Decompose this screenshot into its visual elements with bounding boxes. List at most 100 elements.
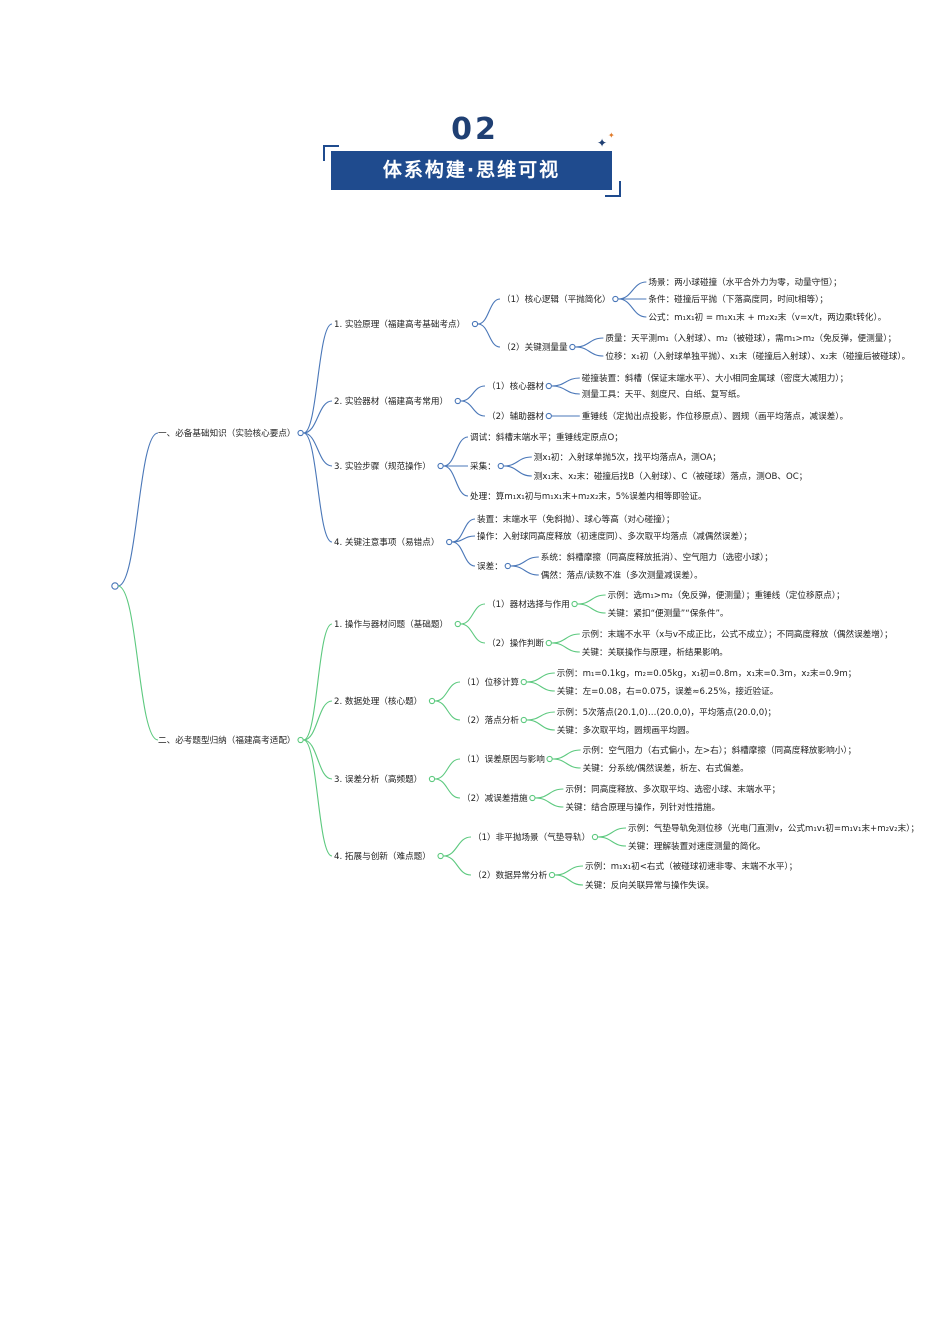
leaf-label: 测量工具：天平、刻度尺、白纸、复写纸。 bbox=[582, 388, 745, 400]
branch-l1-link bbox=[117, 585, 159, 741]
leaf-label: 条件：碰撞后平抛（下落高度同，时间t相等）； bbox=[648, 293, 828, 305]
leaf-link bbox=[526, 711, 555, 721]
branch-l3-node bbox=[591, 833, 599, 841]
branch-l2-link bbox=[303, 323, 333, 434]
branch-l2-label: 4. 关键注意事项（易错点） bbox=[334, 536, 439, 548]
leaf-label: 质量：天平测m₁（入射球）、m₂（被碰球），需m₁>m₂（免反弹，便测量）； bbox=[605, 332, 896, 344]
branch-l2-link bbox=[303, 432, 333, 543]
branch-l3-label: （2）落点分析 bbox=[462, 714, 519, 726]
branch-l3-link bbox=[434, 681, 461, 702]
leaf-link bbox=[510, 565, 539, 576]
branch-l2-label: 3. 误差分析（高频题） bbox=[334, 773, 422, 785]
branch-l3-link bbox=[477, 298, 501, 325]
branch-l2-node bbox=[428, 697, 436, 705]
branch-l2-node bbox=[437, 462, 444, 470]
branch-l3-node bbox=[520, 678, 527, 686]
branch-l1-label: 二、必考题型归纳（福建高考适配） bbox=[158, 734, 296, 746]
leaf-link bbox=[551, 377, 580, 387]
leaf-label: 示例：m₁=0.1kg，m₂=0.05kg，x₁初=0.8m，x₁末=0.3m，… bbox=[557, 667, 857, 679]
branch-l3-link bbox=[477, 323, 501, 348]
branch-l3-link bbox=[434, 758, 461, 780]
branch-l2-link bbox=[303, 400, 333, 434]
branch-l3-label: （2）操作判断 bbox=[487, 637, 544, 649]
leaf-link bbox=[535, 788, 564, 799]
leaf-link bbox=[554, 874, 584, 886]
branch-l2-node bbox=[454, 397, 461, 405]
branch-l2-label: 1. 操作与器材问题（基础题） bbox=[334, 618, 448, 630]
leaf-link bbox=[597, 836, 627, 847]
branch-l1-label: 一、必备基础知识（实验核心要点） bbox=[158, 427, 296, 439]
branch-l3-link bbox=[434, 700, 461, 721]
branch-l2-label: 2. 实验器材（福建高考常用） bbox=[334, 395, 448, 407]
branch-l3-label: 处理：算m₁x₁初与m₁x₁末+m₂x₂末，5%误差内相等即验证。 bbox=[470, 490, 707, 502]
branch-l2-label: 2. 数据处理（核心题） bbox=[334, 695, 422, 707]
branch-l1-node bbox=[297, 736, 304, 744]
branch-l3-label: 操作：入射球同高度释放（初速度同）、多次取平均落点（减偶然误差）； bbox=[477, 530, 752, 542]
branch-l2-label: 4. 拓展与创新（难点题） bbox=[334, 850, 431, 862]
branch-l3-label: （1）非平抛场景（气垫导轨） bbox=[473, 831, 590, 843]
branch-l2-label: 1. 实验原理（福建高考基础考点） bbox=[334, 318, 465, 330]
leaf-link bbox=[618, 298, 647, 318]
branch-l3-label: 误差： bbox=[477, 560, 503, 572]
branch-l3-link bbox=[460, 400, 486, 417]
branch-l3-node bbox=[546, 755, 553, 763]
branch-l3-link bbox=[460, 603, 486, 625]
leaf-link bbox=[575, 346, 604, 357]
leaf-label: 关键：理解装置对速度测量的简化。 bbox=[628, 840, 766, 852]
branch-l3-link bbox=[443, 465, 469, 497]
leaf-link bbox=[575, 337, 604, 348]
leaf-link bbox=[535, 797, 564, 808]
leaf-label: 碰撞装置：斜槽（保证末端水平）、大小相同金属球（密度大减阻力）； bbox=[582, 372, 848, 384]
branch-l3-link bbox=[452, 541, 476, 567]
branch-l2-node bbox=[471, 320, 479, 328]
banner-bracket-right bbox=[605, 181, 621, 197]
leaf-link bbox=[510, 556, 539, 567]
branch-l3-node bbox=[545, 382, 552, 390]
leaf-label: 示例：m₁x₁初<右式（被碰球初速非零、末端不水平）； bbox=[585, 860, 797, 872]
leaf-link bbox=[618, 281, 647, 300]
leaf-link bbox=[597, 827, 627, 838]
branch-l3-label: （1）位移计算 bbox=[462, 676, 519, 688]
leaf-link bbox=[526, 672, 555, 683]
leaf-label: 重锤线（定抛出点投影，作位移原点）、圆规（画平均落点，减误差）。 bbox=[582, 410, 848, 422]
leaf-label: 示例：末端不水平（x与v不成正比，公式不成立）；不同高度释放（偶然误差增）； bbox=[582, 628, 893, 640]
branch-l2-node bbox=[446, 538, 453, 546]
branch-l3-node bbox=[569, 343, 576, 351]
leaf-label: 系统：斜槽摩擦（同高度释放抵消）、空气阻力（选密小球）； bbox=[541, 551, 773, 563]
leaf-label: 关键：结合原理与操作，列针对性措施。 bbox=[565, 801, 720, 813]
branch-l3-label: （2）辅助器材 bbox=[487, 410, 544, 422]
branch-l3-link bbox=[443, 855, 472, 876]
branch-l3-label: （1）器材选择与作用 bbox=[487, 598, 570, 610]
leaf-link bbox=[526, 719, 555, 731]
leaf-link bbox=[551, 633, 580, 644]
leaf-label: 关键：多次取平均，圆规画平均圆。 bbox=[557, 724, 695, 736]
leaf-label: 示例：5次落点(20.1,0)…(20.0,0)，平均落点(20.0,0)； bbox=[557, 706, 776, 718]
branch-l2-link bbox=[303, 739, 333, 857]
branch-l3-node bbox=[520, 716, 527, 724]
section-number: 02 bbox=[451, 112, 499, 147]
leaf-link bbox=[554, 865, 584, 876]
leaf-label: 示例：同高度释放、多次取平均、选密小球、末端水平； bbox=[565, 783, 780, 795]
branch-l3-node bbox=[529, 794, 536, 802]
branch-l3-label: 采集： bbox=[470, 460, 496, 472]
leaf-link bbox=[551, 642, 580, 653]
branch-l2-link bbox=[303, 700, 333, 741]
branch-l3-link bbox=[434, 778, 461, 799]
leaf-label: 关键：分系统/偶然误差，析左、右式偏差。 bbox=[583, 762, 749, 774]
root-node bbox=[111, 582, 119, 590]
leaf-label: 公式：m₁x₁初 = m₁x₁末 + m₂x₂末（v=x/t，两边乘t转化）。 bbox=[648, 311, 886, 323]
branch-l2-node bbox=[428, 775, 436, 783]
branch-l3-label: （1）误差原因与影响 bbox=[462, 753, 545, 765]
branch-l2-link bbox=[303, 432, 333, 467]
branch-l3-label: （2）关键测量量 bbox=[502, 341, 568, 353]
branch-l1-node bbox=[297, 429, 304, 437]
branch-l3-link bbox=[452, 535, 476, 543]
branch-l1-link bbox=[117, 432, 159, 587]
leaf-link bbox=[526, 681, 555, 692]
leaf-link bbox=[552, 758, 581, 769]
branch-l3-node bbox=[612, 295, 619, 303]
branch-l3-label: 装置：末端水平（免斜抛）、球心等高（对心碰撞）； bbox=[477, 513, 675, 525]
branch-l3-label: （2）数据异常分析 bbox=[473, 869, 548, 881]
branch-l2-link bbox=[303, 623, 333, 741]
